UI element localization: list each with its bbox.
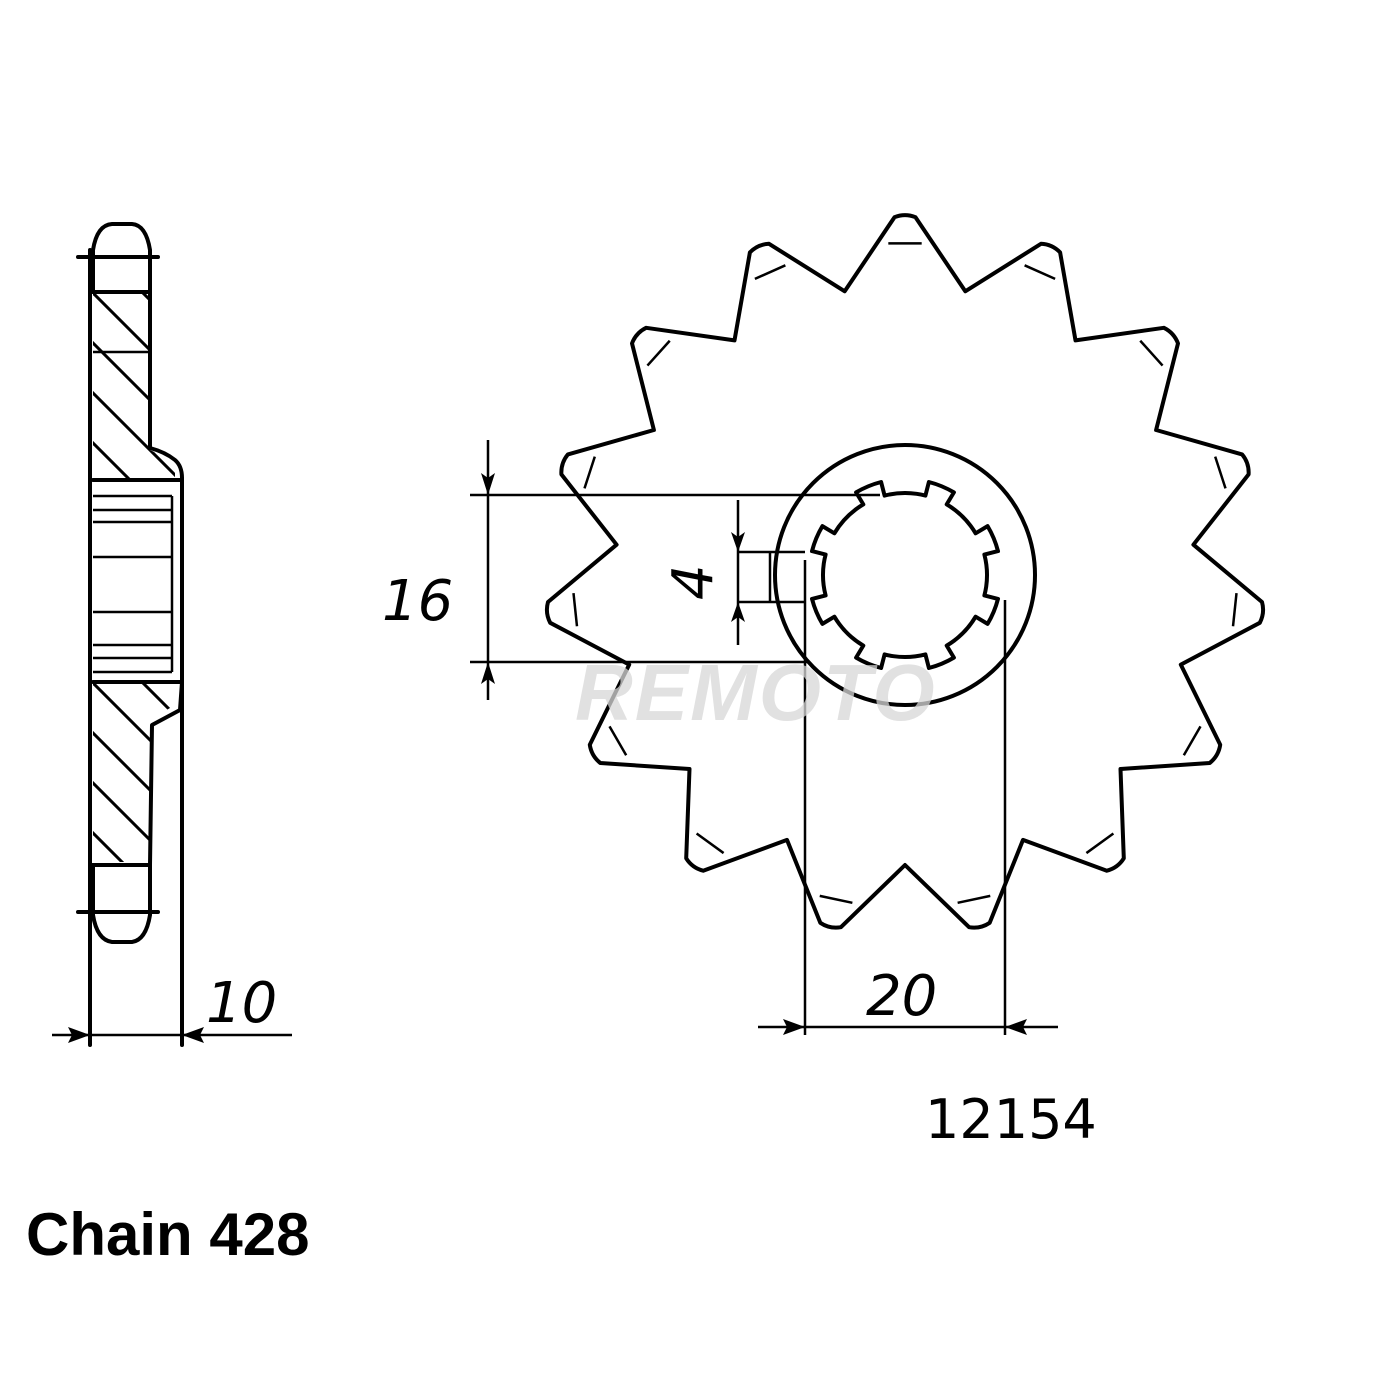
tooth-tip-chord	[583, 456, 596, 489]
tooth-tip-chord	[1085, 832, 1115, 855]
inner-span-dimension-label: 16	[382, 569, 453, 634]
tooth-tip-chord	[572, 592, 579, 627]
tooth-tip-chord	[695, 832, 725, 855]
front-view: 16 4 20	[382, 213, 1266, 1035]
splined-bore	[810, 480, 1000, 670]
spline-diameter-dimension-label: 20	[866, 964, 937, 1029]
tooth-tip-chord	[754, 264, 786, 281]
chain-size-label: Chain 428	[26, 1201, 309, 1268]
side-section-view: 10	[52, 222, 292, 1047]
tooth-tip-chord	[819, 894, 853, 905]
tooth-tip-chord	[646, 339, 671, 367]
spline-width-dimension-label: 4	[661, 564, 726, 600]
tooth-tip-chord	[1139, 339, 1164, 367]
watermark: REMOTO	[575, 648, 937, 737]
tooth-tip-chord	[608, 725, 628, 756]
tooth-tip-chord	[1024, 264, 1056, 281]
tooth-tip-chord	[1231, 592, 1238, 627]
tooth-tip-chord	[957, 894, 991, 905]
part-number: 12154	[925, 1088, 1097, 1151]
width-dimension-label: 10	[206, 971, 277, 1036]
tooth-tip-chord	[1182, 725, 1202, 756]
tooth-tip-chord	[1214, 456, 1227, 489]
sprocket-outline	[544, 213, 1266, 930]
tooth-tip-marks	[572, 242, 1238, 905]
hub-circle	[773, 443, 1037, 707]
